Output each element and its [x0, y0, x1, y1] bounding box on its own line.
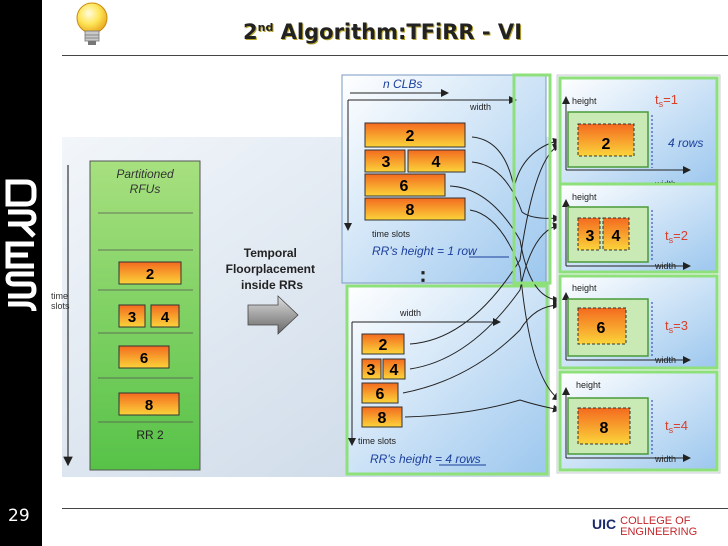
top-row-6-label: 6 — [400, 178, 409, 195]
ts4-block-label: 8 — [600, 420, 609, 437]
dresd-logo — [5, 179, 37, 312]
top-height-text: RR's height = 1 row — [372, 244, 478, 258]
top-time-slots-label: time slots — [372, 229, 411, 239]
mapping-arrows — [402, 136, 561, 418]
rfu-block-4 — [150, 304, 180, 328]
bottom-row-4-label: 4 — [390, 362, 399, 379]
ts1-block-label: 2 — [602, 136, 611, 153]
college-line-1: COLLEGE OF — [620, 515, 691, 527]
ts3-block-label: 6 — [597, 320, 606, 337]
bottom-row-6 — [361, 382, 399, 404]
ts3-height-label: height — [572, 283, 597, 293]
top-row-4 — [407, 149, 466, 173]
top-row-3-label: 3 — [382, 154, 391, 171]
college-line-2: ENGINEERING — [620, 526, 698, 538]
bottom-time-slots-label: time slots — [358, 436, 397, 446]
ts3-panel: height width 6 ts=3 — [558, 274, 719, 370]
rr2-label: RR 2 — [136, 428, 164, 442]
ts3-label: ts=3 — [665, 318, 688, 335]
bottom-row-3 — [361, 358, 382, 380]
top-row-6 — [364, 173, 446, 197]
ts2-block-4-label: 4 — [612, 228, 621, 245]
rfu-block-8 — [118, 392, 180, 416]
bottom-row-3-label: 3 — [367, 362, 376, 379]
top-row-2 — [364, 122, 466, 148]
ts2-height-label: height — [572, 192, 597, 202]
bottom-row-8 — [361, 406, 403, 428]
ts2-label: ts=2 — [665, 228, 688, 245]
temporal-floorplacement-label: Temporal Floorplacement inside RRs — [226, 246, 319, 292]
ts4-label: ts=4 — [665, 418, 688, 435]
top-width-label: width — [469, 102, 491, 112]
ts2-panel: height width 3 4 ts=2 — [558, 182, 719, 274]
top-row-8-label: 8 — [406, 202, 415, 219]
bottom-row-8-label: 8 — [378, 410, 387, 427]
rfu-block-3-label: 3 — [128, 309, 136, 326]
lightbulb-icon — [76, 2, 108, 45]
slide-title: 2nd Algorithm:TFiRR - VI — [243, 20, 523, 44]
top-row-3 — [364, 149, 406, 173]
bottom-width-label: width — [399, 308, 421, 318]
bottom-row-2 — [361, 333, 405, 355]
page-number: 29 — [8, 506, 30, 526]
ts1-rows-label: 4 rows — [668, 136, 703, 150]
bottom-height-text: RR's height = 4 rows — [370, 452, 481, 466]
transform-arrow — [247, 295, 299, 335]
ts4-height-label: height — [576, 380, 601, 390]
rfu-block-2 — [118, 261, 182, 285]
ts1-label: ts=1 — [655, 92, 678, 109]
top-row-2-label: 2 — [406, 128, 415, 145]
title-divider — [62, 55, 728, 56]
rfu-block-4-label: 4 — [161, 309, 170, 326]
ts3-width-label: width — [654, 355, 676, 365]
n-clbs-label: n CLBs — [383, 77, 422, 91]
ts4-width-label: width — [654, 454, 676, 464]
top-row-4-label: 4 — [432, 154, 441, 171]
ts4-panel: height width 8 ts=4 — [558, 370, 719, 472]
bottom-row-6-label: 6 — [376, 386, 385, 403]
rfu-block-2-label: 2 — [146, 266, 154, 283]
top-green-frame — [512, 73, 552, 285]
ts2-width-label: width — [654, 261, 676, 271]
ts1-height-label: height — [572, 96, 597, 106]
rfu-block-3 — [118, 304, 146, 328]
bottom-row-4 — [382, 358, 406, 380]
ts1-panel: height width 2 ts=1 4 rows — [558, 76, 719, 189]
rfu-block-6-label: 6 — [140, 350, 148, 367]
uic-wordmark: UIC — [592, 516, 617, 532]
bottom-row-2-label: 2 — [379, 337, 388, 354]
footer-divider — [62, 508, 728, 509]
top-row-8 — [364, 197, 466, 221]
rfu-block-6 — [118, 345, 170, 369]
ts2-block-3-label: 3 — [586, 228, 595, 245]
rfu-block-8-label: 8 — [145, 397, 153, 414]
